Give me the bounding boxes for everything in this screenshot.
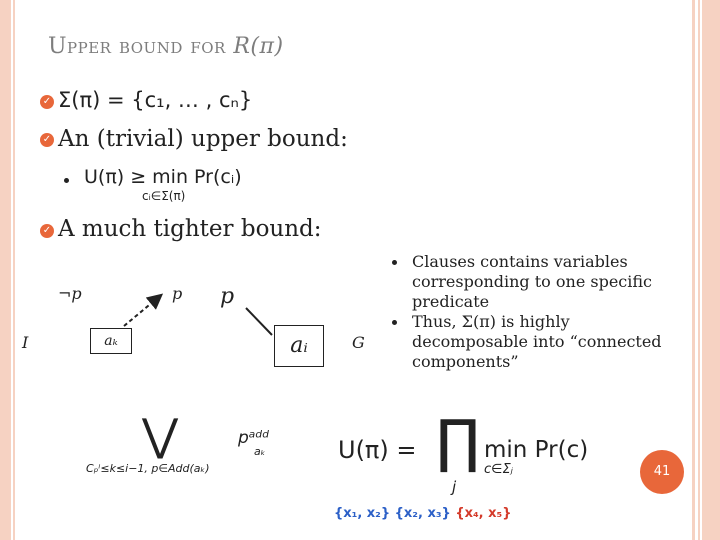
bullet-trivial-bound: An (trivial) upper bound: xyxy=(58,126,348,152)
slide-title: Upper bound for R(π) xyxy=(48,34,284,59)
set-x1-x2: {x₁, x₂} xyxy=(334,506,391,521)
big-or-symbol: ⋁ xyxy=(142,410,179,461)
sub-bullet-min-index: cᵢ∈Σ(π) xyxy=(142,189,186,203)
page-number-badge: 41 xyxy=(640,450,684,494)
diagram-initial-state: I xyxy=(22,333,29,352)
right-stripe-a xyxy=(692,0,695,540)
slide-title-text: Upper bound for xyxy=(48,34,234,59)
right-stripe-c xyxy=(702,0,720,540)
bullet-dot xyxy=(392,260,397,265)
action-box-ak: aₖ xyxy=(90,328,132,354)
right-bullet-text: Clauses contains variables corresponding… xyxy=(412,252,653,311)
bullet-icon: ✓ xyxy=(40,133,54,147)
diagram-neg-p: ¬p xyxy=(58,284,82,303)
component-sets: {x₁, x₂} {x₂, x₃} {x₄, x₅} xyxy=(334,506,511,521)
right-bullet-item: Clauses contains variables corresponding… xyxy=(388,252,688,312)
big-or-index: Cₚⁱ≤k≤i−1, p∈Add(aₖ) xyxy=(86,462,210,475)
right-stripe-b xyxy=(698,0,700,540)
bullet-sigma-definition: Σ(π) = {c₁, … , cₙ} xyxy=(58,88,253,112)
action-label-ak: aₖ xyxy=(104,333,118,349)
left-stripe-thin xyxy=(13,0,15,540)
left-stripe xyxy=(0,0,11,540)
sub-bullet-dot xyxy=(64,178,69,183)
p-add: pᵃᵈᵈ xyxy=(238,428,270,448)
right-bullet-text: Thus, Σ(π) is highly decomposable into “… xyxy=(412,312,662,371)
dashed-arrow xyxy=(123,293,164,327)
formula-product-index: j xyxy=(452,478,457,496)
formula-min: min Pr(c) xyxy=(484,437,589,463)
set-x2-x3: {x₂, x₃} xyxy=(394,506,451,521)
set-x4-x5: {x₄, x₅} xyxy=(455,506,512,521)
bullet-tighter-bound: A much tighter bound: xyxy=(58,216,322,242)
formula-lhs: U(π) = xyxy=(338,436,417,464)
page-number: 41 xyxy=(653,464,671,479)
diagram-p-large: p xyxy=(220,284,235,309)
diagram-goal-state: G xyxy=(352,333,365,352)
right-bullet-list: Clauses contains variables corresponding… xyxy=(388,252,688,372)
right-bullet-item: Thus, Σ(π) is highly decomposable into “… xyxy=(388,312,688,372)
diagram-p-small: p xyxy=(172,284,183,303)
formula-min-index: c∈Σⱼ xyxy=(484,462,513,477)
action-box-ai: aᵢ xyxy=(274,325,324,367)
bullet-dot xyxy=(392,320,397,325)
formula-product: ∏ xyxy=(436,407,480,475)
bullet-icon: ✓ xyxy=(40,95,54,109)
slide-title-math: R(π) xyxy=(233,34,284,59)
solid-connector xyxy=(245,307,273,336)
sub-bullet-formula: U(π) ≥ min Pr(cᵢ) xyxy=(84,166,242,188)
action-label-ai: aᵢ xyxy=(290,333,308,358)
p-add-subscript: aₖ xyxy=(254,445,266,458)
bullet-icon: ✓ xyxy=(40,224,54,238)
